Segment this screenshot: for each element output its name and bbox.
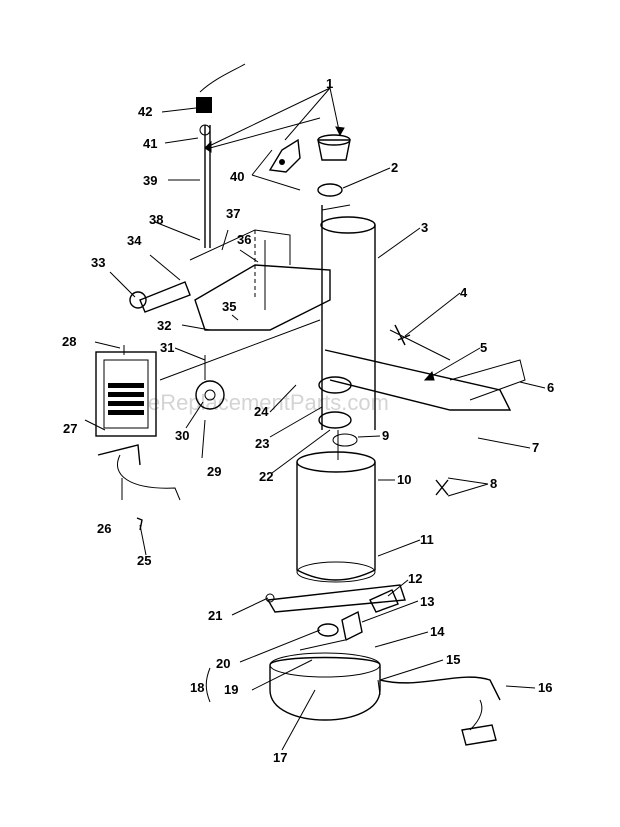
head-upper-plate xyxy=(189,229,291,265)
callout-34: 34 xyxy=(127,233,142,248)
base-plate-21 xyxy=(266,584,406,613)
connector-19 xyxy=(299,639,346,651)
screw-4 xyxy=(394,324,411,346)
callout-21: 21 xyxy=(208,608,222,623)
bearing-23 xyxy=(318,411,352,429)
upper-rod xyxy=(209,117,321,149)
callout-39: 39 xyxy=(143,173,157,188)
lower-cup-17 xyxy=(269,656,381,721)
arm-5 xyxy=(324,349,512,411)
pivot-40 xyxy=(279,159,285,165)
callout-13: 13 xyxy=(420,594,434,609)
screw-21 xyxy=(265,593,275,603)
callout-42: 42 xyxy=(138,104,152,119)
top-cap-rim xyxy=(317,134,351,146)
motor-bottom-11 xyxy=(296,561,376,583)
callout-29: 29 xyxy=(207,464,221,479)
callout-17: 17 xyxy=(273,750,287,765)
cord-16 xyxy=(379,676,501,701)
cord-26 xyxy=(117,454,181,501)
callout-10: 10 xyxy=(397,472,411,487)
plug-16 xyxy=(461,724,497,746)
callout-32: 32 xyxy=(157,318,171,333)
belt-line xyxy=(159,319,321,381)
brush-guard-inner xyxy=(103,359,149,429)
motor-top xyxy=(296,451,376,473)
washer-41 xyxy=(199,124,211,136)
linkage-40 xyxy=(268,138,301,173)
callout-18: 18 xyxy=(190,680,204,695)
callout-20: 20 xyxy=(216,656,230,671)
callout-11: 11 xyxy=(420,532,434,547)
callout-1: 1 xyxy=(326,76,333,91)
head-housing xyxy=(194,264,331,331)
brush-stripes xyxy=(108,383,144,415)
callout-22: 22 xyxy=(259,469,273,484)
callout-3: 3 xyxy=(421,220,428,235)
callout-7: 7 xyxy=(532,440,539,455)
callout-33: 33 xyxy=(91,255,105,270)
cord-16-tail xyxy=(469,699,483,731)
callout-25: 25 xyxy=(137,553,151,568)
knob-42 xyxy=(196,97,212,113)
upper-cylinder-top xyxy=(320,216,376,234)
callout-38: 38 xyxy=(149,212,163,227)
bracket-18-19-20 xyxy=(205,667,211,703)
callout-30: 30 xyxy=(175,428,189,443)
callout-41: 41 xyxy=(143,136,157,151)
callout-26: 26 xyxy=(97,521,111,536)
leader-lines xyxy=(84,87,546,751)
pulley-hub xyxy=(204,389,216,401)
callout-labels: 1 2 3 4 5 6 7 8 9 10 11 12 13 14 15 16 1… xyxy=(62,76,554,765)
plug-end-26 xyxy=(97,444,141,466)
bearing-24 xyxy=(318,376,352,394)
ring-2 xyxy=(317,183,343,197)
callout-40: 40 xyxy=(230,169,244,184)
pin-25 xyxy=(136,517,143,531)
arm-bracket-6 xyxy=(449,359,526,401)
clip-8 xyxy=(435,479,449,496)
callout-8: 8 xyxy=(490,476,497,491)
upper-cylinder-cap xyxy=(321,204,351,211)
cord-15-grommet xyxy=(377,679,381,696)
callout-23: 23 xyxy=(255,436,269,451)
washer-22 xyxy=(332,433,358,447)
callout-5: 5 xyxy=(480,340,487,355)
motor-housing-10 xyxy=(296,462,376,581)
callout-19: 19 xyxy=(224,682,238,697)
brush-guard-27 xyxy=(95,351,157,437)
top-cap xyxy=(317,139,351,161)
callout-31: 31 xyxy=(160,340,174,355)
callout-15: 15 xyxy=(446,652,460,667)
handle-34 xyxy=(139,281,191,313)
callout-16: 16 xyxy=(538,680,552,695)
clamp-20 xyxy=(317,623,339,637)
callout-9: 9 xyxy=(382,428,389,443)
callout-4: 4 xyxy=(460,285,468,300)
callout-12: 12 xyxy=(408,571,422,586)
callout-24: 24 xyxy=(254,404,269,419)
callout-37: 37 xyxy=(226,206,240,221)
callout-35: 35 xyxy=(222,299,236,314)
callout-14: 14 xyxy=(430,624,445,639)
callout-2: 2 xyxy=(391,160,398,175)
switch-12 xyxy=(369,589,399,613)
switch-13 xyxy=(341,610,363,642)
callout-36: 36 xyxy=(237,232,251,247)
pulley-30 xyxy=(195,380,225,410)
watermark-text: eReplacementParts.com xyxy=(148,390,389,415)
callout-27: 27 xyxy=(63,421,77,436)
handle-knob-33 xyxy=(129,291,147,309)
callout-6: 6 xyxy=(547,380,554,395)
lower-cup-rim xyxy=(269,652,381,678)
callout-28: 28 xyxy=(62,334,76,349)
top-cord xyxy=(199,63,246,93)
